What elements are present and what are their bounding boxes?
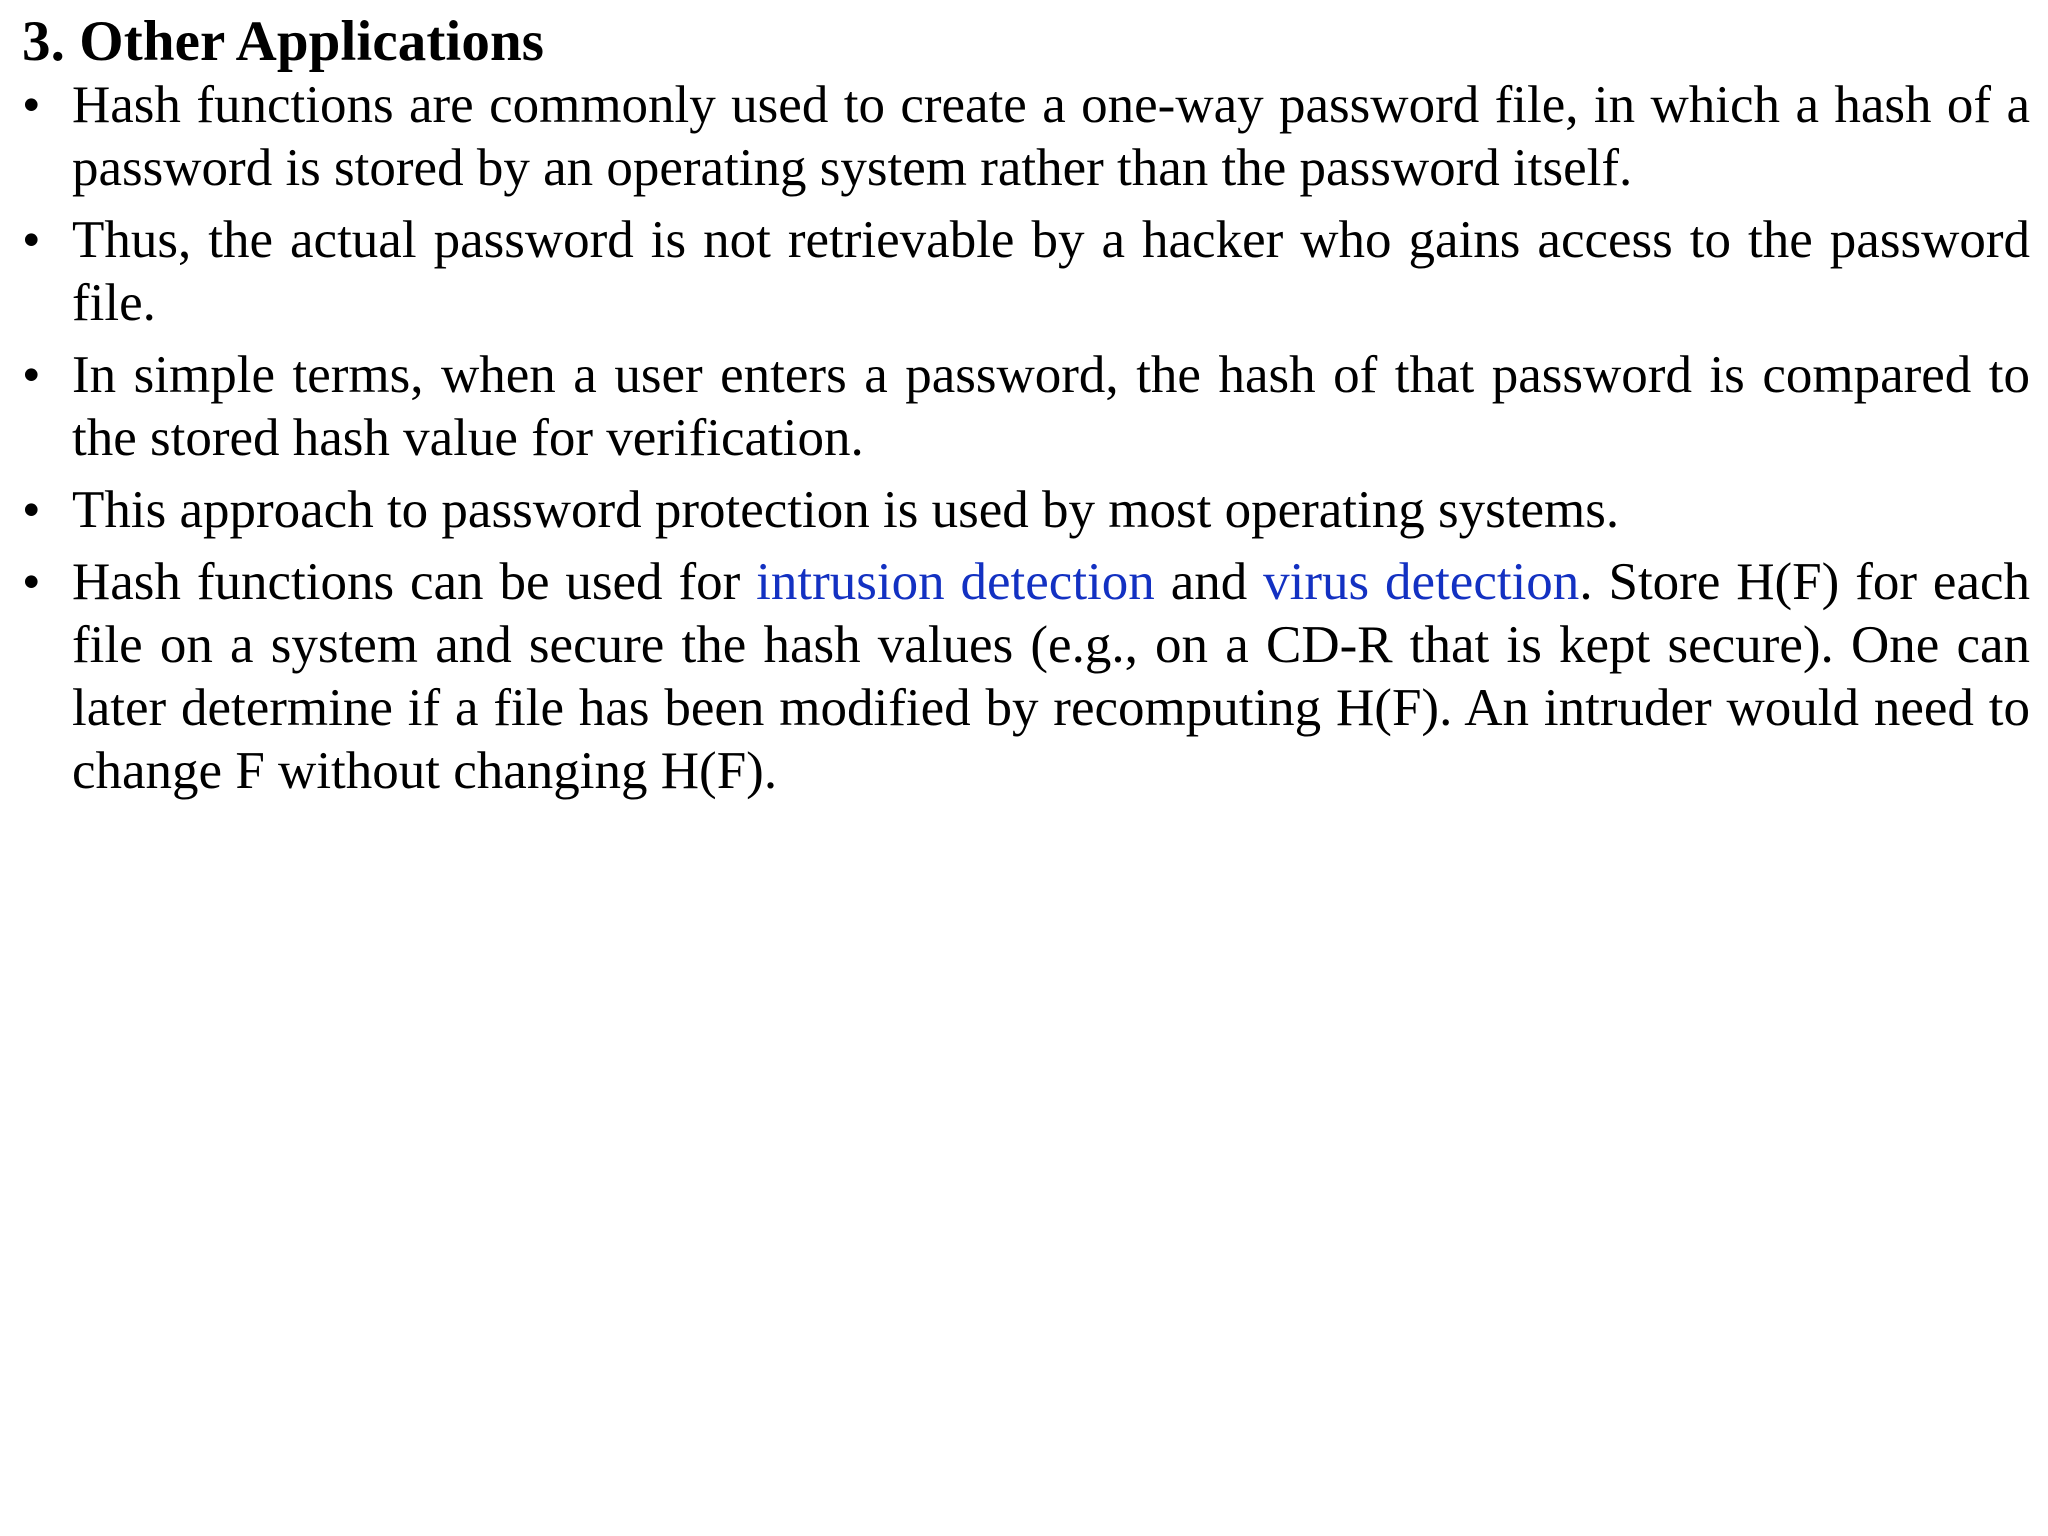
body-text: Hash functions can be used for xyxy=(72,553,757,611)
highlighted-term[interactable]: intrusion detection xyxy=(756,553,1155,611)
body-text: and xyxy=(1154,553,1264,611)
list-item: • Hash functions can be used for intrusio… xyxy=(0,551,2048,803)
bullet-list: • Hash functions are commonly used to cre… xyxy=(0,74,2048,803)
bullet-point-icon: • xyxy=(22,76,41,134)
list-item-text: In simple terms, when a user enters a pa… xyxy=(72,344,2030,470)
list-item: • Hash functions are commonly used to cre… xyxy=(0,74,2048,200)
body-text: In simple terms, when a user enters a pa… xyxy=(72,346,2030,467)
list-item-text: Hash functions are commonly used to crea… xyxy=(72,74,2030,200)
page-title: 3. Other Applications xyxy=(22,10,545,73)
bullet-point-icon: • xyxy=(22,553,41,611)
highlighted-term[interactable]: virus detection xyxy=(1263,553,1580,611)
list-item: • Thus, the actual password is not retrie… xyxy=(0,209,2048,335)
body-text: Hash functions are commonly used to crea… xyxy=(72,76,2030,197)
list-item-text: Hash functions can be used for intrusion… xyxy=(72,551,2030,803)
bullet-point-icon: • xyxy=(22,211,41,269)
list-item: • In simple terms, when a user enters a p… xyxy=(0,344,2048,470)
bullet-point-icon: • xyxy=(22,481,41,539)
list-item-text: This approach to password protection is … xyxy=(72,479,2030,542)
body-text: . Store H(F) for each file on a system a… xyxy=(72,553,2031,800)
list-item-text: Thus, the actual password is not retriev… xyxy=(72,209,2030,335)
list-item: • This approach to password protection is… xyxy=(0,479,2048,542)
body-text: Thus, the actual password is not retriev… xyxy=(72,211,2030,332)
body-text: This approach to password protection is … xyxy=(72,481,1620,539)
bullet-point-icon: • xyxy=(22,346,41,404)
